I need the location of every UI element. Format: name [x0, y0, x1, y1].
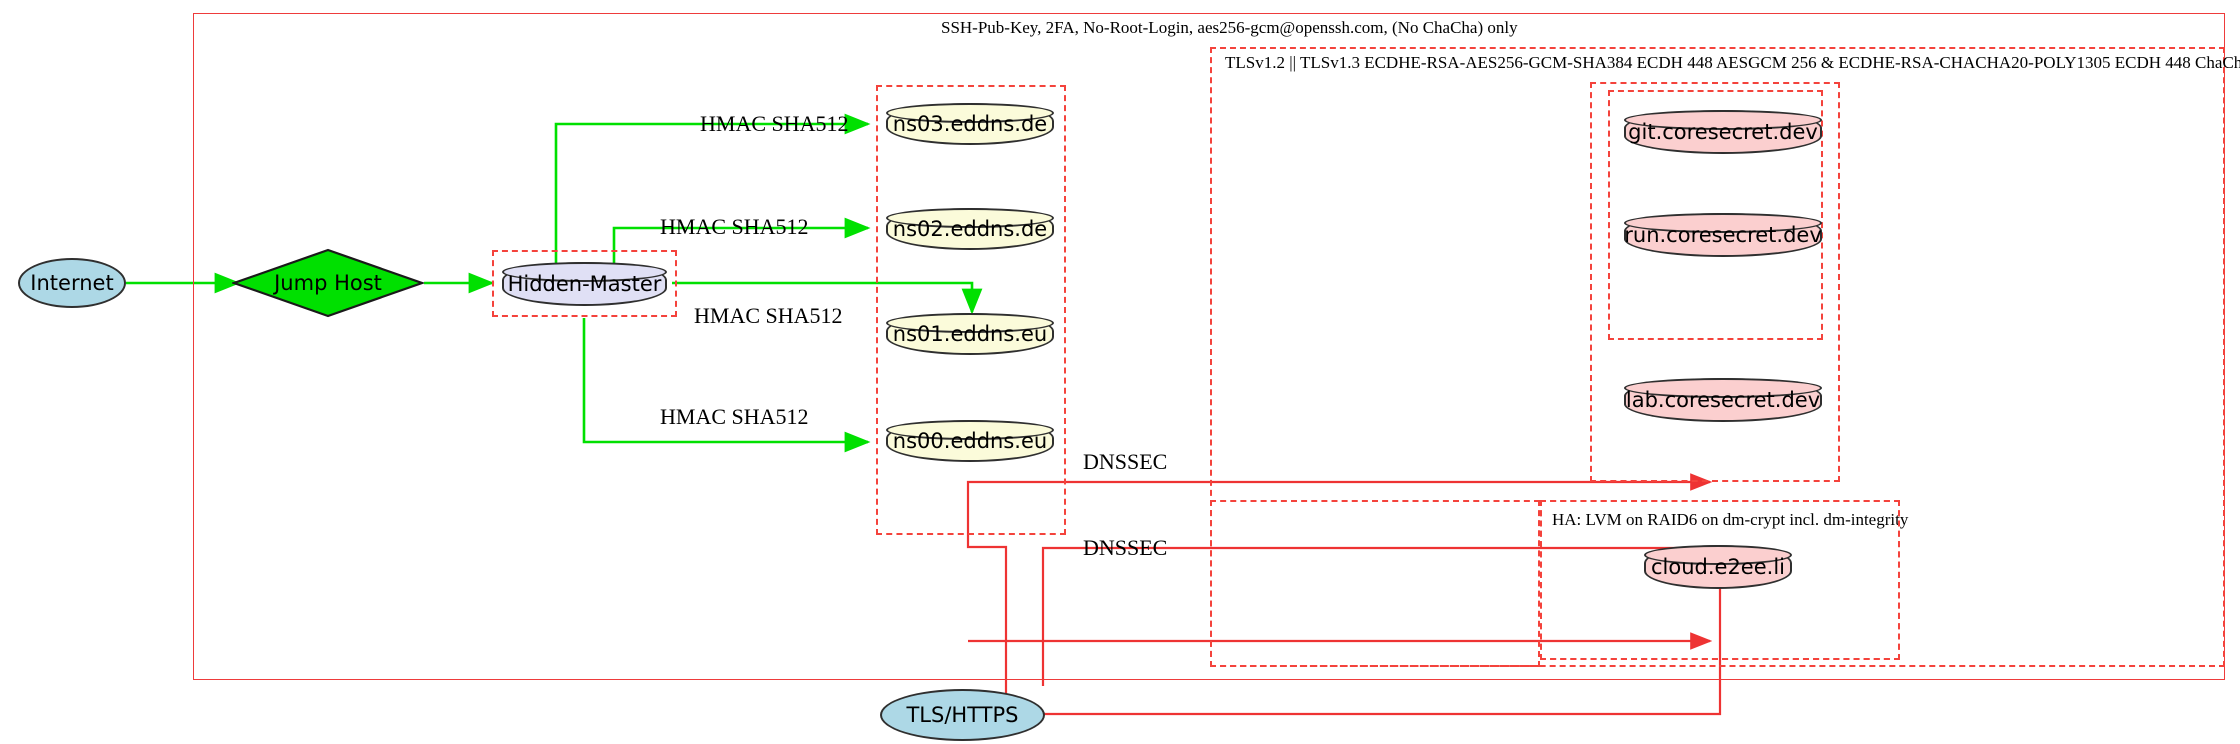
cluster-apps-inner-frame	[1608, 90, 1823, 340]
node-lab-coresecret-label: lab.coresecret.dev	[1625, 388, 1821, 412]
edge-label-hmac-ns01: HMAC SHA512	[694, 303, 843, 328]
node-ns03-label: ns03.eddns.de	[892, 112, 1048, 136]
node-ns02-label: ns02.eddns.de	[892, 217, 1048, 241]
node-ns00-label: ns00.eddns.eu	[892, 429, 1048, 453]
cluster-ssh-label: SSH-Pub-Key, 2FA, No-Root-Login, aes256-…	[941, 18, 1518, 37]
node-git-coresecret[interactable]: git.coresecret.dev	[1624, 110, 1822, 154]
edge-master-ns00	[582, 318, 871, 453]
node-lab-coresecret[interactable]: lab.coresecret.dev	[1624, 378, 1822, 422]
node-ns03[interactable]: ns03.eddns.de	[886, 103, 1054, 145]
cluster-master-frame	[492, 250, 677, 317]
node-ns01[interactable]: ns01.eddns.eu	[886, 313, 1054, 355]
node-internet[interactable]: Internet	[18, 258, 126, 308]
edge-tls-cloud-c	[1043, 548, 1722, 716]
node-tls-https-label: TLS/HTTPS	[906, 703, 1019, 727]
cluster-tls-frame	[1210, 47, 2225, 667]
node-tls-https[interactable]: TLS/HTTPS	[880, 689, 1045, 741]
edge-label-hmac-ns03: HMAC SHA512	[700, 111, 849, 136]
node-run-coresecret-label: run.coresecret.dev	[1624, 223, 1822, 247]
node-hidden-master[interactable]: Hidden-Master	[502, 262, 667, 306]
node-jump-host[interactable]: Jump Host	[232, 248, 424, 318]
edge-label-dnssec-2: DNSSEC	[1083, 535, 1168, 560]
node-cloud-e2ee[interactable]: cloud.e2ee.li	[1644, 545, 1792, 589]
edge-label-hmac-ns00: HMAC SHA512	[660, 404, 809, 429]
diamond-shape	[232, 248, 424, 318]
edge-master-ns02	[612, 217, 871, 268]
node-ns02[interactable]: ns02.eddns.de	[886, 208, 1054, 250]
cluster-cloud-frame	[1540, 500, 1900, 660]
cluster-apps-outer-frame	[1590, 82, 1840, 482]
node-run-coresecret[interactable]: run.coresecret.dev	[1624, 213, 1822, 257]
edge-master-ns01	[672, 281, 983, 315]
node-ns00[interactable]: ns00.eddns.eu	[886, 420, 1054, 462]
cluster-dns-frame	[876, 85, 1066, 535]
node-git-coresecret-label: git.coresecret.dev	[1628, 120, 1818, 144]
edge-label-dnssec-1: DNSSEC	[1083, 449, 1168, 474]
edge-label-hmac-ns02: HMAC SHA512	[660, 214, 809, 239]
cluster-tls-label: TLSv1.2 || TLSv1.3 ECDHE-RSA-AES256-GCM-…	[1225, 53, 2240, 72]
node-ns01-label: ns01.eddns.eu	[892, 322, 1048, 346]
node-hidden-master-label: Hidden-Master	[507, 272, 662, 296]
cluster-dnssec-frame	[1210, 500, 1540, 667]
edge-tls-lab	[966, 473, 1713, 700]
node-jump-host-label: Jump Host	[274, 271, 382, 295]
cluster-ha-label: HA: LVM on RAID6 on dm-crypt incl. dm-in…	[1552, 510, 1909, 529]
node-internet-label: Internet	[30, 271, 114, 295]
node-cloud-e2ee-label: cloud.e2ee.li	[1650, 555, 1785, 579]
edge-master-ns03	[554, 113, 871, 268]
